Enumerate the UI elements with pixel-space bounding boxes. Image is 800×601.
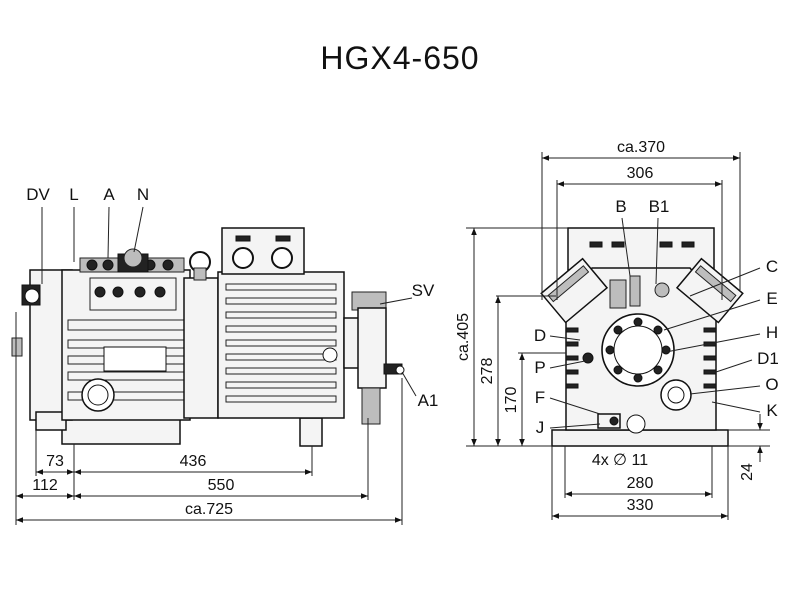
dim-405: ca.405 bbox=[455, 313, 472, 361]
dim-280: 280 bbox=[627, 475, 654, 492]
dim-330: 330 bbox=[627, 497, 654, 514]
label-sv: SV bbox=[412, 281, 435, 300]
label-p: P bbox=[534, 358, 545, 377]
label-f: F bbox=[535, 388, 545, 407]
side-view-dimensions: 73 436 112 550 ca.725 bbox=[15, 312, 403, 525]
dim-holes: 4x ∅ 11 bbox=[592, 452, 648, 469]
dim-306: 306 bbox=[627, 165, 654, 182]
dim-370: ca.370 bbox=[617, 139, 665, 156]
front-view-labels: B B1 C E H D1 O K D P F J bbox=[534, 197, 779, 437]
dim-436: 436 bbox=[180, 453, 207, 470]
label-o: O bbox=[765, 375, 778, 394]
dim-112: 112 bbox=[32, 477, 58, 494]
motor-fins bbox=[225, 283, 337, 403]
label-a1: A1 bbox=[418, 391, 439, 410]
front-view-dimensions: ca.370 306 ca.405 278 170 4x ∅ 11 280 33… bbox=[455, 139, 770, 520]
dim-170: 170 bbox=[503, 387, 520, 414]
label-j: J bbox=[536, 418, 545, 437]
label-k: K bbox=[766, 401, 778, 420]
diagram-title: HGX4-650 bbox=[320, 40, 480, 76]
label-a: A bbox=[103, 185, 115, 204]
label-c: C bbox=[766, 257, 778, 276]
label-dv: DV bbox=[26, 185, 50, 204]
label-b: B bbox=[615, 197, 626, 216]
front-view-drawing bbox=[540, 227, 744, 447]
side-view-labels: DV L A N SV A1 bbox=[26, 185, 438, 410]
label-h: H bbox=[766, 323, 778, 342]
label-d1: D1 bbox=[757, 349, 779, 368]
dim-725: ca.725 bbox=[185, 501, 233, 518]
dim-278: 278 bbox=[479, 358, 496, 385]
dim-550: 550 bbox=[208, 477, 235, 494]
label-e: E bbox=[766, 289, 777, 308]
dim-73: 73 bbox=[46, 453, 64, 470]
label-b1: B1 bbox=[649, 197, 670, 216]
label-l: L bbox=[69, 185, 78, 204]
label-d: D bbox=[534, 326, 546, 345]
side-view-drawing bbox=[11, 227, 405, 447]
dim-24: 24 bbox=[739, 463, 756, 481]
label-n: N bbox=[137, 185, 149, 204]
